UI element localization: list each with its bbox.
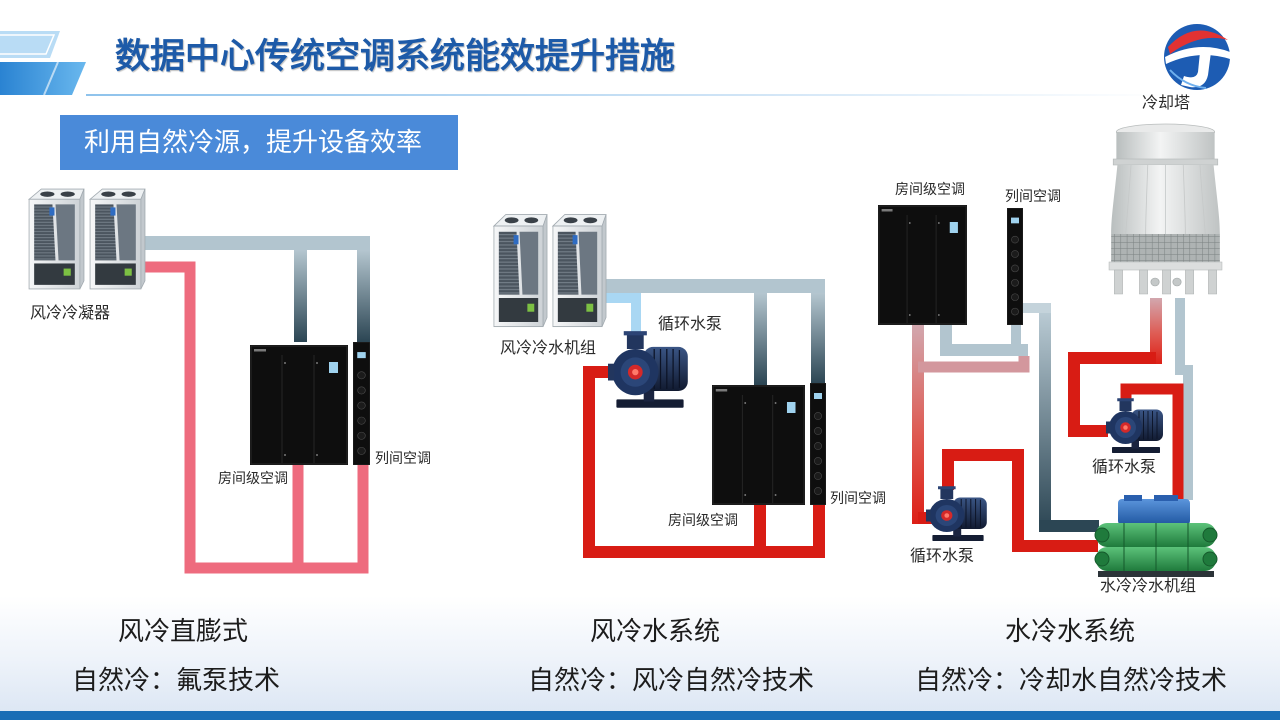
circulating-pump-icon [608, 330, 689, 409]
natural-cooling-dx: 自然冷：氟泵技术 [72, 665, 281, 695]
title-underline [86, 94, 1166, 96]
chilled-water-supply-pipe [605, 293, 641, 336]
air-chiller-label: 风冷冷水机组 [500, 340, 597, 357]
refrigerant-vapor-pipe [145, 236, 370, 342]
air-cooled-dx-system [29, 189, 370, 574]
company-logo-icon [1164, 24, 1230, 90]
tower-pump-label: 循环水泵 [1092, 459, 1157, 476]
subtitle-banner: 利用自然冷源，提升设备效率 [60, 115, 458, 170]
water-chiller-label: 水冷冷水机组 [1100, 578, 1197, 595]
return-pipe [940, 298, 1193, 532]
row-ac-label: 列间空调 [830, 490, 886, 506]
room-ac-unit-icon [250, 345, 348, 465]
hot-water-pipe [583, 366, 825, 558]
water-cooled-chiller-icon [1094, 495, 1218, 578]
row-ac-label: 列间空调 [375, 450, 431, 466]
cooling-tower-label: 冷却塔 [1142, 95, 1191, 112]
air-cooled-chiller-icon [494, 215, 606, 327]
system-name-dx: 风冷直膨式 [118, 616, 249, 646]
row-ac-unit-icon [353, 342, 370, 465]
pump-label: 循环水泵 [658, 316, 723, 333]
room-ac-label: 房间级空调 [218, 470, 288, 486]
system-name-water-water: 水冷水系统 [1005, 616, 1136, 646]
air-cooled-water-system [494, 215, 826, 558]
circulating-pump-icon [1106, 397, 1164, 454]
condenser-label: 风冷冷凝器 [30, 305, 111, 322]
chilled-water-return-pipe [605, 279, 825, 385]
row-ac-unit-icon [810, 383, 826, 505]
room-ac-unit-icon [712, 385, 805, 505]
room-ac-unit-icon [878, 205, 967, 325]
footer-gradient [0, 596, 1280, 711]
page-title: 数据中心传统空调系统能效提升措施 [115, 37, 676, 76]
row-ac-unit-icon [1007, 208, 1023, 325]
cooling-tower-icon [1108, 123, 1223, 295]
corner-decoration [0, 31, 86, 96]
row-ac-label: 列间空调 [1005, 188, 1061, 204]
room-ac-label: 房间级空调 [668, 512, 738, 528]
air-cooled-condenser-icon [29, 189, 145, 289]
circulating-pump-icon [926, 485, 988, 542]
natural-cooling-water-water: 自然冷：冷却水自然冷技术 [915, 665, 1228, 695]
system-name-air-water: 风冷水系统 [590, 616, 721, 646]
chiller-pump-label: 循环水泵 [910, 548, 975, 565]
cooling-water-pipe [1068, 298, 1184, 500]
footer-bar [0, 711, 1280, 720]
water-cooled-water-system [878, 123, 1223, 578]
natural-cooling-air-water: 自然冷：风冷自然冷技术 [528, 665, 815, 695]
refrigerant-liquid-pipe [145, 261, 369, 574]
room-ac-label: 房间级空调 [895, 181, 965, 197]
